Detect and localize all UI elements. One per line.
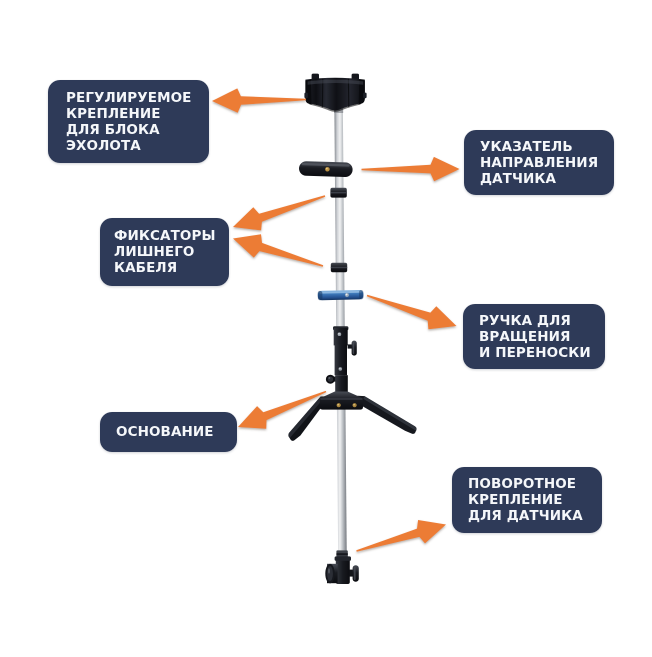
echo-sounder-cradle xyxy=(304,73,367,112)
arrow-rotation-handle xyxy=(366,294,457,330)
arrow-cable-fixator-upper xyxy=(233,195,326,231)
tripod-hub xyxy=(319,391,363,410)
tripod-leg-left-highlight xyxy=(288,396,323,439)
tripod-leg-right xyxy=(356,395,417,434)
label-line: ВРАЩЕНИЯ xyxy=(479,328,571,345)
arrow-base xyxy=(238,390,327,429)
cable-clamp-lower xyxy=(330,262,348,273)
label-cable-fixators: ФИКСАТОРЫ ЛИШНЕГО КАБЕЛЯ xyxy=(100,218,229,286)
label-line: ФИКСАТОРЫ xyxy=(114,228,216,244)
label-line: И ПЕРЕНОСКИ xyxy=(479,344,591,361)
label-line: НАПРАВЛЕНИЯ xyxy=(480,154,599,171)
label-rotation-handle: РУЧКА ДЛЯ ВРАЩЕНИЯ И ПЕРЕНОСКИ xyxy=(463,304,605,369)
label-line: КРЕПЛЕНИЕ xyxy=(468,492,563,508)
direction-indicator-bar xyxy=(299,161,353,177)
tripod-leg-left xyxy=(288,396,327,441)
label-base: ОСНОВАНИЕ xyxy=(100,412,237,452)
pole-figure xyxy=(288,73,417,584)
label-line: ЛИШНЕГО xyxy=(114,244,195,260)
label-line: УКАЗАТЕЛЬ xyxy=(480,138,573,155)
label-line: КРЕПЛЕНИЕ xyxy=(66,105,161,122)
blue-carry-handle xyxy=(317,289,364,301)
label-line: ЭХОЛОТА xyxy=(66,137,141,154)
transducer-swivel-mount xyxy=(325,550,359,584)
cable-clamp-upper xyxy=(330,187,347,198)
label-line: ДАТЧИКА xyxy=(480,170,557,187)
label-line: ДЛЯ ДАТЧИКА xyxy=(468,508,583,524)
arrow-adjustable-mount xyxy=(212,88,306,113)
label-line: ДЛЯ БЛОКА xyxy=(66,121,160,138)
clamp-column xyxy=(325,326,357,397)
label-line: РЕГУЛИРУЕМОЕ xyxy=(66,89,192,106)
arrow-swivel-mount xyxy=(356,520,446,552)
label-adjustable-mount: РЕГУЛИРУЕМОЕ КРЕПЛЕНИЕ ДЛЯ БЛОКА ЭХОЛОТА xyxy=(48,80,209,163)
callout-arrows xyxy=(212,88,460,552)
label-line: РУЧКА ДЛЯ xyxy=(479,312,571,329)
label-line: ОСНОВАНИЕ xyxy=(116,424,214,440)
label-direction-indicator: УКАЗАТЕЛЬ НАПРАВЛЕНИЯ ДАТЧИКА xyxy=(464,130,614,195)
tripod-base xyxy=(288,391,417,441)
label-line: КАБЕЛЯ xyxy=(114,260,178,276)
arrow-cable-fixator-lower xyxy=(233,234,324,267)
label-swivel-mount: ПОВОРОТНОЕ КРЕПЛЕНИЕ ДЛЯ ДАТЧИКА xyxy=(452,467,602,533)
tripod-leg-right-highlight xyxy=(363,396,417,431)
label-line: ПОВОРОТНОЕ xyxy=(468,476,577,492)
arrow-direction-indicator xyxy=(361,156,460,182)
